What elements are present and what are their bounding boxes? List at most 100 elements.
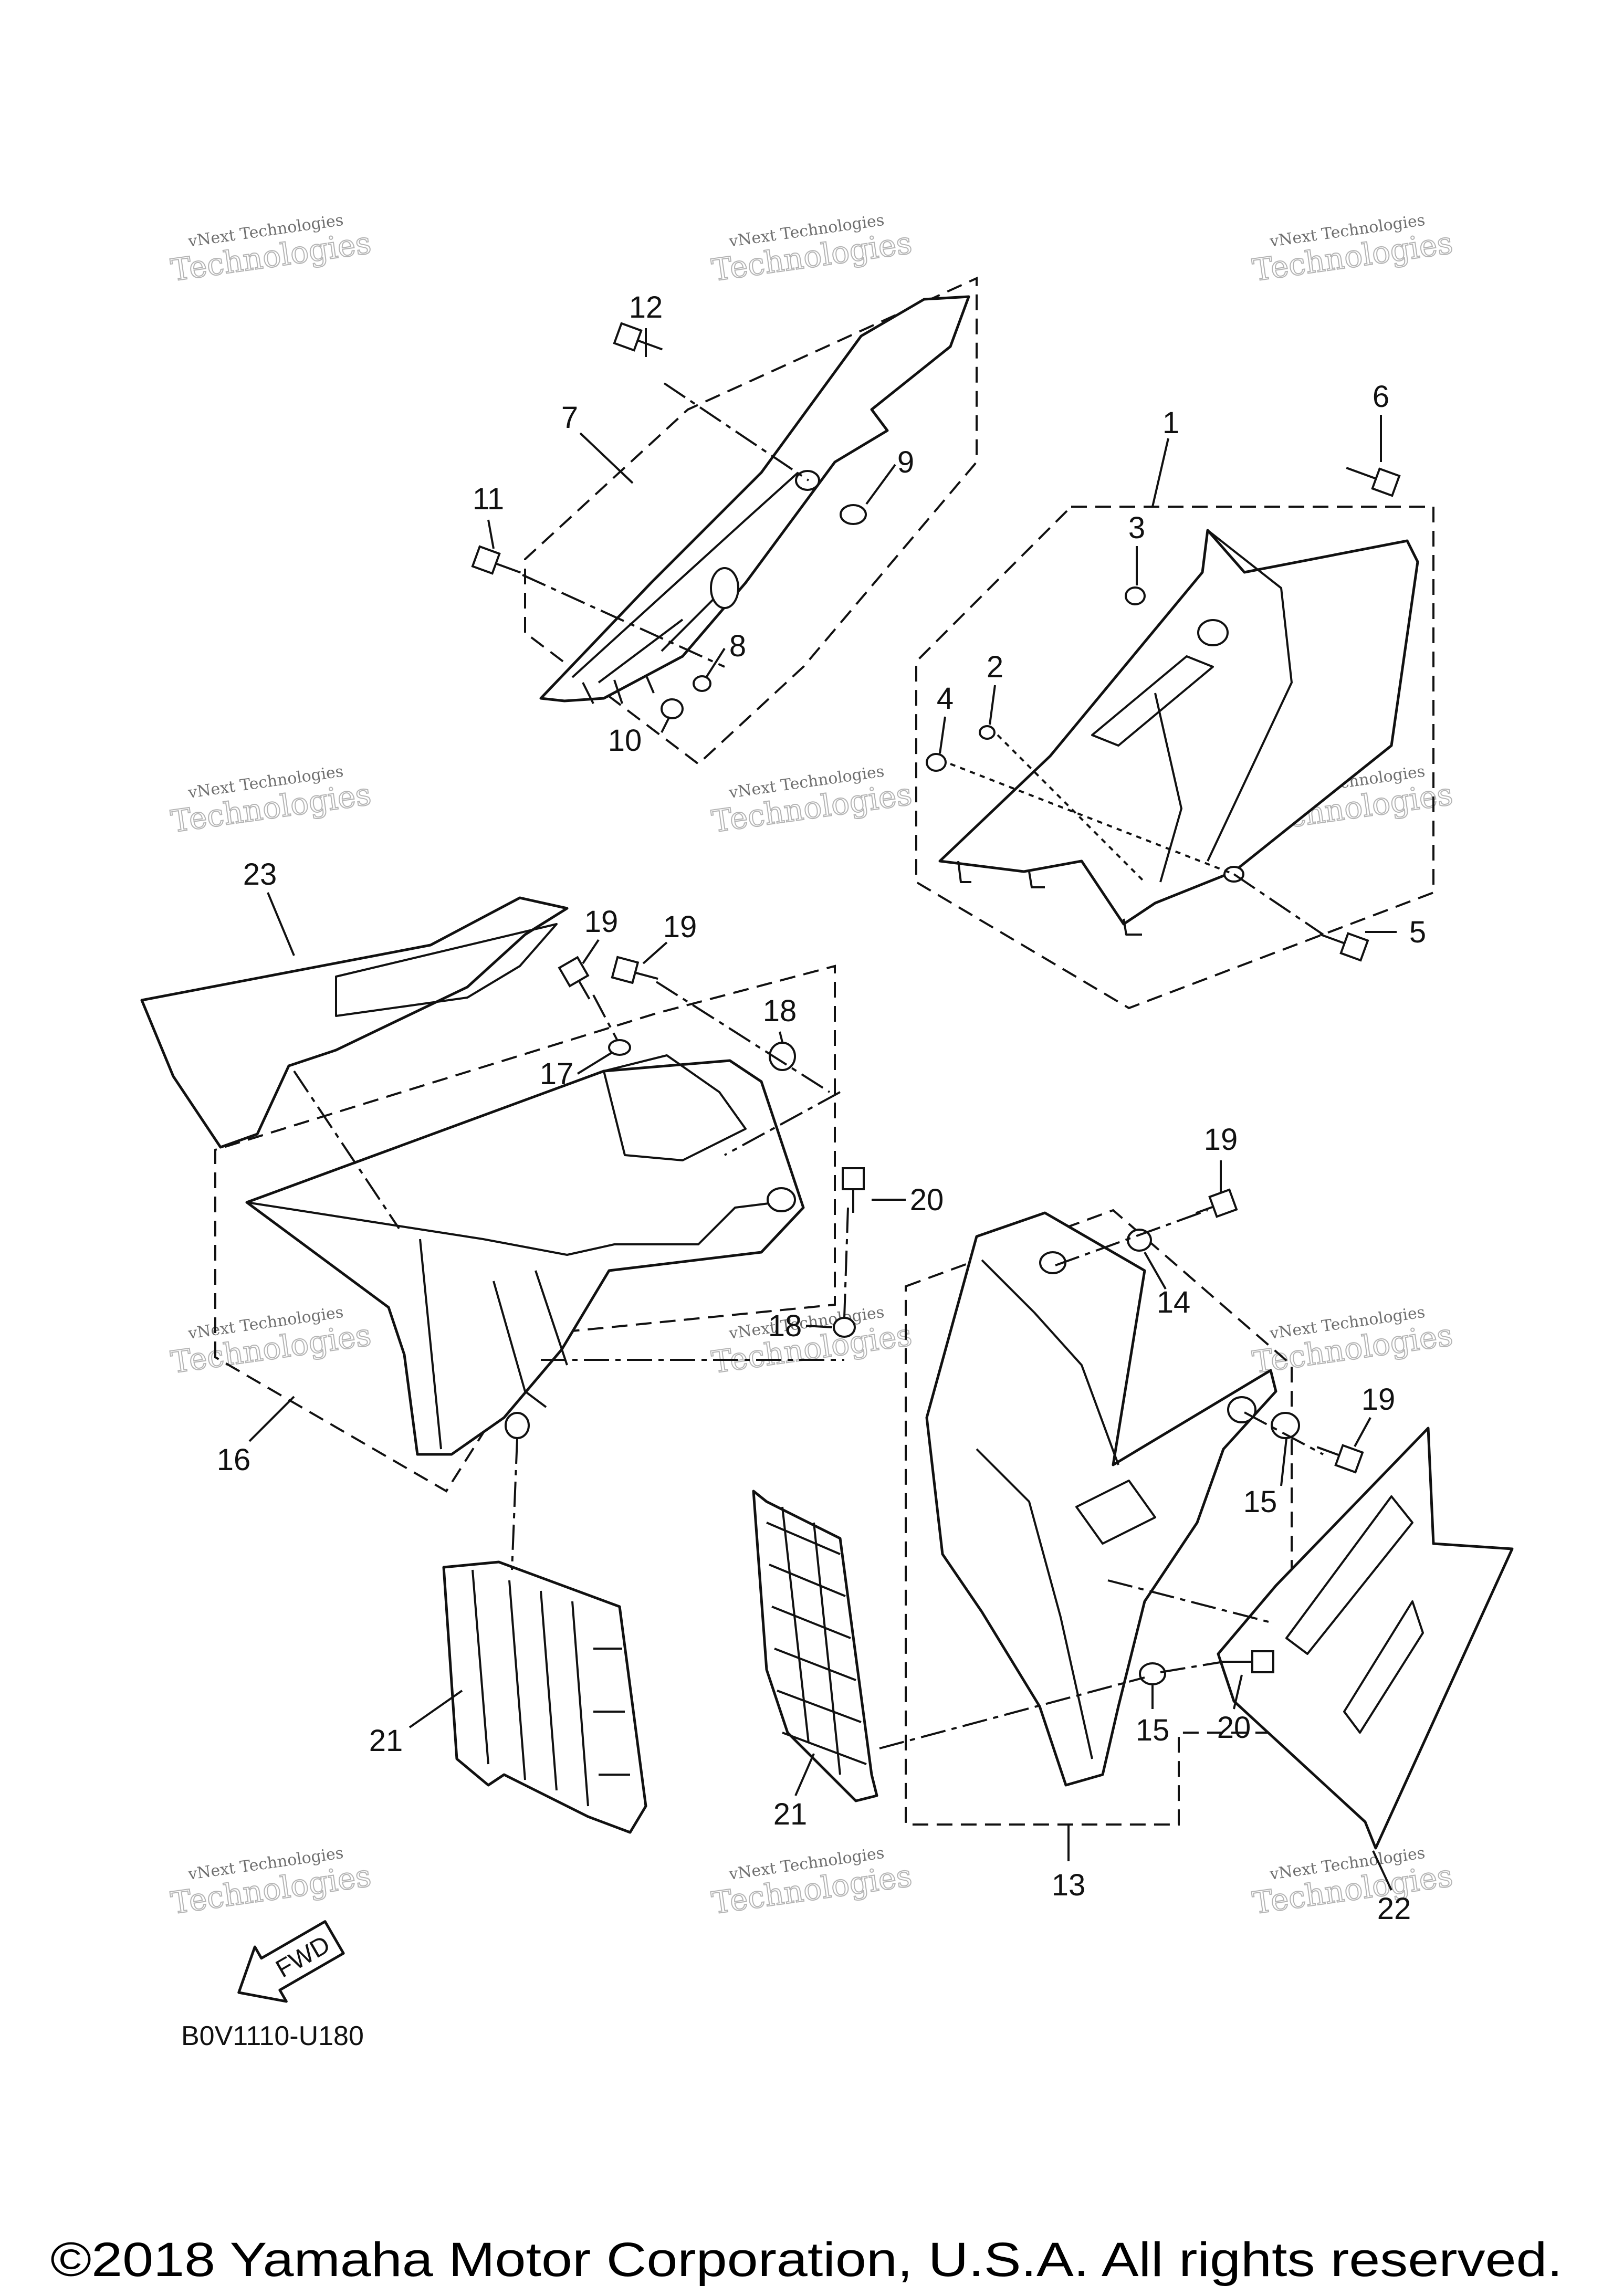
group-shroud-16 xyxy=(214,964,836,1493)
assembly-line xyxy=(1244,1411,1324,1455)
leader-line xyxy=(794,1753,815,1796)
hardware xyxy=(471,322,1401,1685)
leader-line xyxy=(805,1325,833,1328)
assembly-line xyxy=(293,1070,400,1230)
side-cover-tabs xyxy=(582,674,655,704)
callout-number: 8 xyxy=(729,629,746,663)
leader-line xyxy=(582,939,600,964)
callout-number: 2 xyxy=(987,650,1003,684)
grommet-icon xyxy=(979,725,996,740)
decal-22-graphic xyxy=(1285,1495,1424,1734)
mount-boss xyxy=(1227,1396,1256,1423)
group-outline xyxy=(915,506,1434,1010)
grommet-icon xyxy=(661,698,684,719)
watermark: vNext Technologies Technologies xyxy=(1250,211,1455,289)
shroud-part xyxy=(245,1059,805,1456)
callout-number: 7 xyxy=(561,401,578,435)
watermark: vNext Technologies Technologies xyxy=(168,211,374,289)
radiator-guard-21-left xyxy=(442,1560,647,1834)
leader-line xyxy=(989,685,996,725)
callout-number: 15 xyxy=(1243,1485,1277,1519)
callout-number: 19 xyxy=(1204,1123,1238,1157)
watermark: vNext Technologies Technologies xyxy=(709,1303,915,1381)
callout-number: 14 xyxy=(1157,1285,1191,1319)
assembly-line xyxy=(522,574,725,668)
callout-number: 19 xyxy=(663,910,697,944)
leader-line xyxy=(267,892,295,956)
bolt-icon xyxy=(1196,1188,1238,1218)
callouts: 12 7 11 9 8 10 6 1 3 2 4 5 23 19 19 18 1… xyxy=(217,290,1426,1926)
collar-icon xyxy=(1139,1662,1166,1685)
leader-line xyxy=(248,1396,295,1442)
leader-line xyxy=(487,519,495,549)
radiator-guard-louvers xyxy=(766,1506,867,1775)
assembly-line xyxy=(1055,1209,1208,1266)
callout-number: 5 xyxy=(1409,915,1426,949)
leader-line xyxy=(1233,1674,1243,1710)
callout-number: 17 xyxy=(540,1057,574,1091)
bolt-icon xyxy=(471,545,521,575)
mount-boss xyxy=(1197,619,1229,646)
radiator-guard-21-right xyxy=(752,1490,878,1802)
callout-number: 20 xyxy=(1217,1711,1251,1745)
callout-number: 4 xyxy=(937,682,954,716)
watermark: vNext Technologies Technologies xyxy=(1250,1844,1455,1922)
assembly-lines xyxy=(293,382,1324,1749)
collar-icon xyxy=(840,504,867,525)
callout-number: 22 xyxy=(1377,1892,1411,1926)
shroud-scoop xyxy=(603,1054,747,1161)
leader-line xyxy=(705,647,726,678)
grommet-icon xyxy=(693,675,711,692)
assembly-line xyxy=(950,763,1234,875)
radiator-guard-louvers xyxy=(472,1569,630,1807)
shroud-inner xyxy=(246,1201,778,1450)
group-side-cover-7 xyxy=(524,276,978,766)
leader-line xyxy=(939,716,946,754)
assembly-line xyxy=(997,734,1146,883)
callout-number: 21 xyxy=(369,1724,403,1758)
watermark: vNext Technologies Technologies xyxy=(168,1303,374,1381)
watermark: vNext Technologies Technologies xyxy=(168,1844,374,1922)
leader-lines xyxy=(248,328,1397,1891)
leader-line xyxy=(1354,1417,1371,1447)
callout-number: 3 xyxy=(1128,511,1145,545)
leader-line xyxy=(409,1690,463,1728)
watermark: vNext Technologies Technologies xyxy=(709,762,915,840)
bolt-icon xyxy=(613,322,663,352)
mount-boss xyxy=(505,1412,530,1439)
leader-line xyxy=(779,1031,783,1043)
assembly-line xyxy=(724,1091,841,1156)
diagram-code: B0V1110-U180 xyxy=(181,2021,364,2051)
bolt-icon xyxy=(1221,1650,1274,1673)
bolt-icon xyxy=(611,956,658,984)
grommet-icon xyxy=(608,1039,631,1056)
leader-line xyxy=(642,941,668,964)
assembly-line xyxy=(511,1438,518,1570)
watermark: vNext Technologies Technologies xyxy=(709,1844,915,1922)
assembly-line xyxy=(1160,1661,1224,1673)
assembly-line xyxy=(1233,873,1324,936)
assembly-line xyxy=(1107,1579,1271,1623)
callout-number: 23 xyxy=(243,857,277,892)
group-outline xyxy=(214,964,836,1493)
bolt-icon xyxy=(558,956,591,1000)
mount-boss xyxy=(767,1187,796,1212)
bolt-icon xyxy=(842,1167,865,1213)
bolt-icon xyxy=(1319,932,1369,962)
shroud-part xyxy=(925,1211,1277,1787)
callout-number: 9 xyxy=(897,445,914,479)
side-cover-opening xyxy=(1091,655,1214,747)
bolt-icon xyxy=(1316,1444,1364,1474)
side-cover-rib xyxy=(1154,529,1293,883)
fwd-arrow: FWD xyxy=(237,1920,345,2003)
leader-line xyxy=(1144,1252,1167,1289)
callout-number: 6 xyxy=(1373,380,1389,414)
group-outline xyxy=(524,276,978,766)
assembly-line xyxy=(663,382,810,481)
side-cover-part xyxy=(938,529,1419,926)
callout-number: 1 xyxy=(1162,406,1179,440)
callout-number: 18 xyxy=(763,994,797,1028)
leader-line xyxy=(1280,1438,1287,1486)
fwd-arrow-icon xyxy=(237,1920,345,2003)
shroud-inner xyxy=(976,1259,1156,1759)
